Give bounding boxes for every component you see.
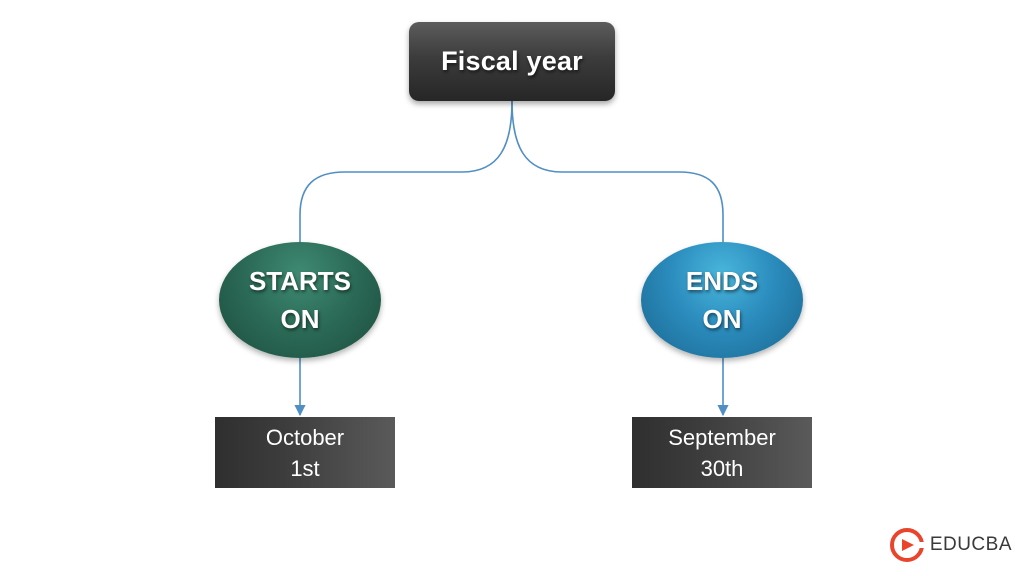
ends-on-label: ENDS ON <box>685 266 759 334</box>
start-date-label: October 1st <box>265 424 345 481</box>
starts-on-label: STARTS ON <box>248 266 352 334</box>
fiscal-year-node: Fiscal year <box>409 22 615 101</box>
fiscal-year-label: Fiscal year <box>441 46 583 76</box>
starts-on-node: STARTS ON <box>219 242 381 358</box>
start-date-box: October 1st <box>215 417 395 488</box>
root-to-ends-connector <box>511 100 724 242</box>
end-date-label: September 30th <box>668 424 776 481</box>
root-to-starts-connector <box>299 100 513 242</box>
end-date-box: September 30th <box>632 417 812 488</box>
brand-name: EDUCBA <box>929 534 1012 555</box>
ends-on-node: ENDS ON <box>641 242 803 358</box>
brand-logo: EDUCBA <box>889 528 1012 562</box>
educba-logo-icon <box>889 528 924 562</box>
